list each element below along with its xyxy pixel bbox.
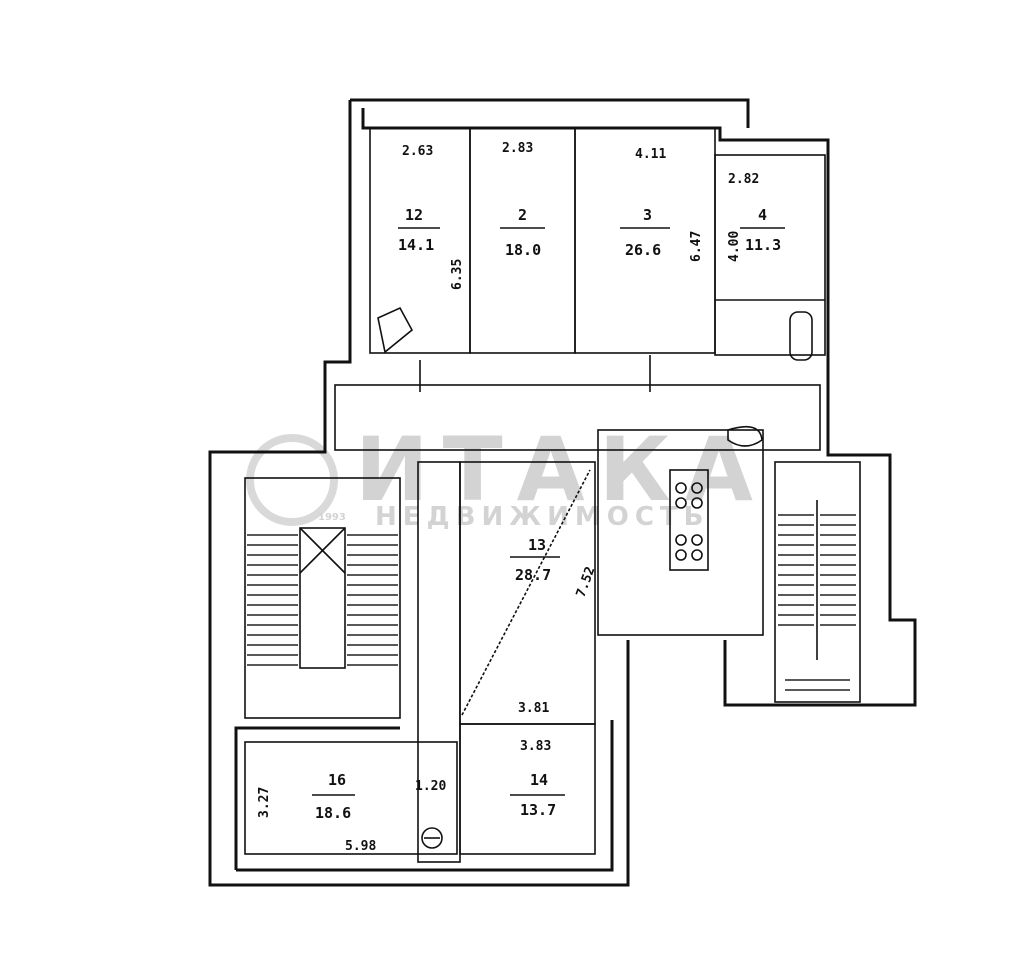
dim-corridor-width: 1.20 [415, 779, 446, 794]
bathtub-icon [789, 311, 813, 361]
room-area: 18.0 [505, 241, 541, 259]
central-rooms [244, 461, 596, 863]
room-13-label: 13 28.7 [510, 536, 560, 584]
watermark-subtitle: НЕДВИЖИМОСТЬ [375, 502, 709, 532]
kitchen [597, 425, 764, 636]
room-12-label: 12 14.1 [398, 206, 440, 254]
room-area: 28.7 [515, 566, 551, 584]
dim-room-13-width: 3.81 [518, 701, 549, 716]
corridor [334, 355, 821, 451]
room-number: 16 [328, 771, 346, 789]
room-14-label: 14 13.7 [510, 771, 565, 819]
watermark: ИТАКА НЕДВИЖИМОСТЬ 1993 [246, 418, 753, 532]
stove-counter [669, 469, 709, 571]
dim-room-3-length: 6.47 [689, 231, 704, 262]
staircase-left [244, 477, 401, 719]
dim-room-16-length: 3.27 [257, 787, 272, 818]
room-4-label: 4 11.3 [740, 206, 785, 254]
room-area: 13.7 [520, 801, 556, 819]
room-area: 18.6 [315, 804, 351, 822]
room-2-label: 2 18.0 [500, 206, 545, 259]
staircase-right [774, 461, 861, 703]
dim-room-12-width: 2.63 [402, 144, 433, 159]
dim-room-14-width: 3.83 [520, 739, 551, 754]
room-number: 12 [405, 206, 423, 224]
room-number: 4 [758, 206, 767, 224]
dim-room-16-width: 5.98 [345, 839, 376, 854]
dim-room-4-width: 2.82 [728, 172, 759, 187]
dimensions: 2.63 2.83 4.11 2.82 6.35 6.47 4.00 7.52 … [257, 141, 759, 854]
room-number: 14 [530, 771, 548, 789]
room-number: 13 [528, 536, 546, 554]
stove-icon [377, 306, 414, 354]
dim-room-12-length: 6.35 [450, 259, 465, 290]
sink-icon [727, 425, 763, 447]
drain-icon [421, 827, 443, 849]
dim-room-4-length: 4.00 [727, 231, 742, 262]
dim-room-3-width: 4.11 [635, 147, 666, 162]
watermark-year: 1993 [318, 512, 346, 523]
room-3-label: 3 26.6 [620, 206, 670, 259]
top-rooms [369, 127, 826, 361]
room-area: 14.1 [398, 236, 434, 254]
room-16-label: 16 18.6 [312, 771, 355, 822]
room-area: 11.3 [745, 236, 781, 254]
room-number: 2 [518, 206, 527, 224]
room-number: 3 [643, 206, 652, 224]
dim-room-2-width: 2.83 [502, 141, 533, 156]
room-area: 26.6 [625, 241, 661, 259]
